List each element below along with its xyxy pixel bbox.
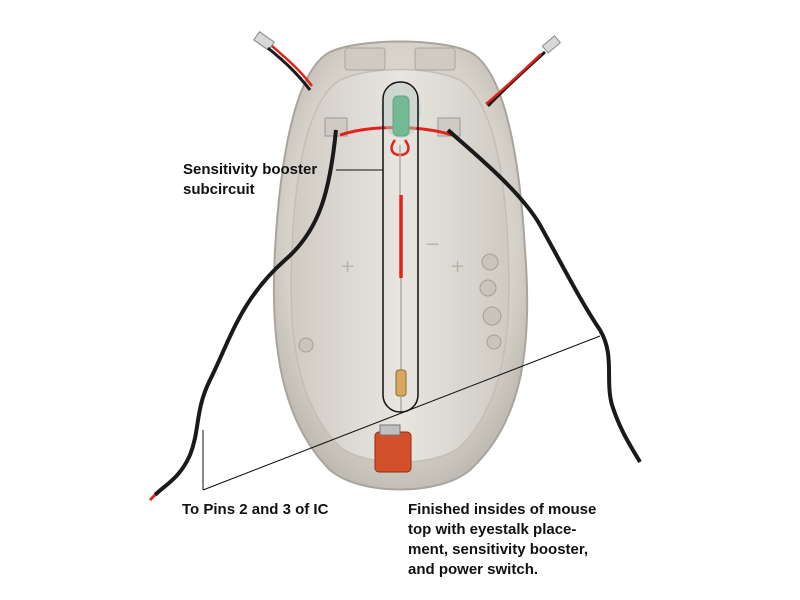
caption-line-1: Finished insides of mouse — [408, 501, 597, 518]
terminal-right — [541, 35, 562, 54]
emboss-minus-mid: − — [425, 234, 440, 255]
power-switch — [374, 431, 412, 473]
screw-boss-2 — [479, 279, 497, 297]
wire-top-right-red — [485, 53, 542, 105]
screw-boss-4 — [486, 334, 502, 350]
wire-top-left-black — [267, 46, 312, 91]
label-pins: To Pins 2 and 3 of IC — [182, 501, 329, 518]
caption-line-2: top with eyestalk place- — [408, 521, 577, 538]
power-switch-top — [379, 424, 401, 436]
wire-top-left-red — [271, 45, 313, 87]
shell-notch-left — [344, 47, 386, 71]
screw-boss-3 — [482, 306, 502, 326]
caption-line-3: ment, sensitivity booster, — [408, 541, 589, 558]
booster-highlight-outline — [382, 81, 419, 413]
booster-resistor — [395, 369, 407, 397]
callout-pins-right — [202, 335, 601, 491]
label-booster-line-2: subcircuit — [183, 181, 255, 198]
caption-line-4: and power switch. — [408, 561, 539, 578]
photo-caption: Finished insides of mouse top with eyest… — [408, 500, 596, 580]
wire-top-right-black — [486, 50, 547, 108]
emboss-plus-right: + — [450, 256, 465, 277]
shell-notch-right — [414, 47, 456, 71]
screw-boss-5 — [298, 337, 314, 353]
terminal-left — [253, 31, 275, 51]
wire-black-right — [446, 128, 642, 464]
eyestalk-base — [381, 82, 421, 138]
screw-boss-1 — [481, 253, 499, 271]
wire-red-tip — [148, 493, 157, 502]
label-sensitivity-booster: Sensitivity booster subcircuit — [183, 160, 317, 200]
emboss-plus-left: + — [340, 256, 355, 277]
label-booster-line-1: Sensitivity booster — [183, 161, 318, 178]
wire-black-left — [153, 129, 338, 497]
